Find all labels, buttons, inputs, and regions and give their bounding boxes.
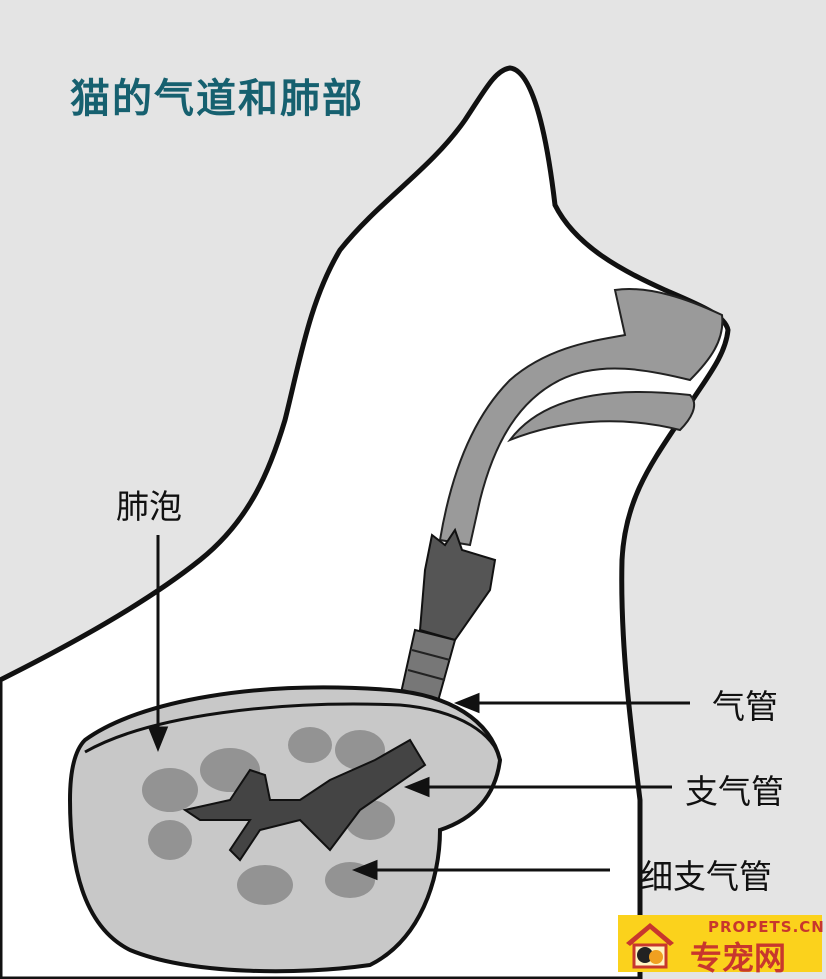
oral-airway — [438, 288, 724, 547]
label-bronchioles: 细支气管 — [640, 857, 772, 896]
logo-domain: PROPETS.CN — [708, 918, 825, 936]
nasal-passage — [507, 391, 696, 443]
logo-name: 专宠网 — [690, 939, 787, 977]
label-trachea: 气管 — [712, 687, 778, 726]
larynx — [418, 527, 497, 642]
label-bronchi: 支气管 — [685, 772, 784, 811]
alveoli-clusters — [142, 727, 395, 905]
arrows — [147, 535, 690, 881]
diagram-title: 猫的气道和肺部 — [70, 76, 364, 122]
house-pet-icon — [626, 923, 674, 969]
label-alveoli: 肺泡 — [116, 487, 182, 526]
bronchi — [182, 738, 427, 862]
pleura-line — [84, 702, 502, 761]
watermark-logo: PROPETS.CN 专宠网 — [618, 915, 825, 977]
